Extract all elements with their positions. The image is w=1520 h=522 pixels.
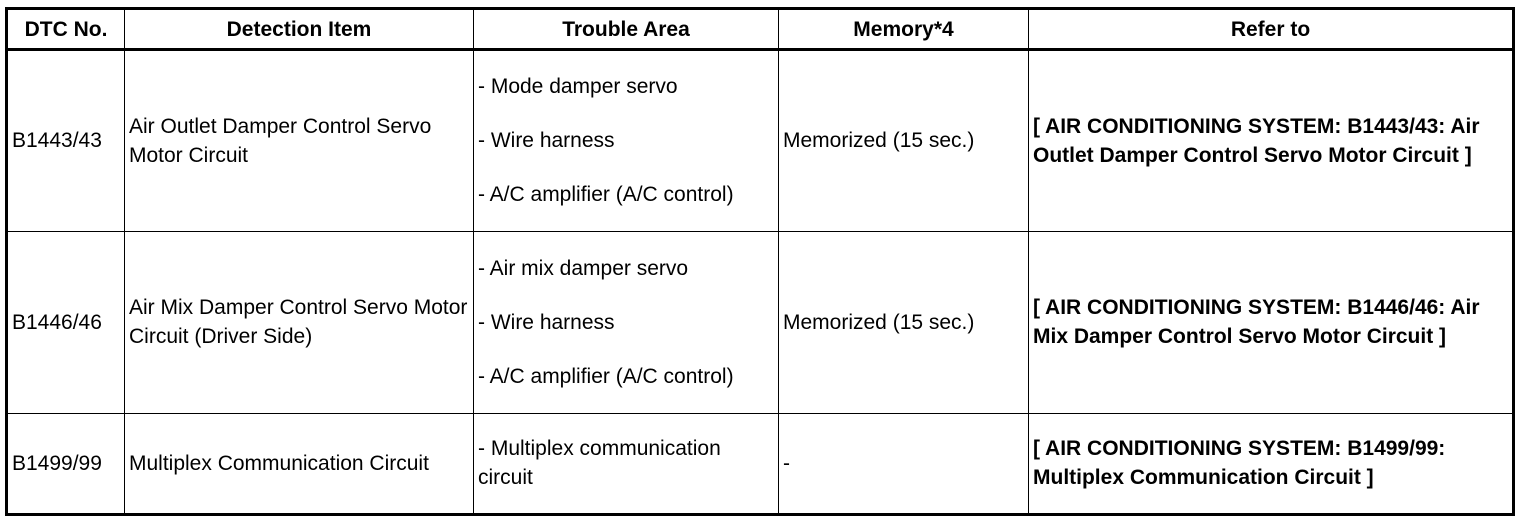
dtc-code: B1499/99 — [6, 412, 125, 516]
memory-status: Memorized (15 sec.) — [778, 49, 1029, 232]
header-row: DTC No. Detection Item Trouble Area Memo… — [6, 8, 1514, 51]
header-dtc-no: DTC No. — [6, 8, 125, 51]
trouble-area-item: - Wire harness — [478, 310, 615, 334]
table-body: B1443/43 Air Outlet Damper Control Servo… — [6, 49, 1514, 516]
dtc-table: DTC No. Detection Item Trouble Area Memo… — [5, 7, 1515, 516]
trouble-area-item: - Wire harness — [478, 129, 615, 153]
detection-item: Air Mix Damper Control Servo Motor Circu… — [124, 230, 474, 414]
dtc-code: B1446/46 — [6, 230, 125, 414]
detection-item: Multiplex Communication Circuit — [124, 412, 474, 516]
trouble-area: - Multiplex communication circuit — [473, 412, 779, 516]
trouble-area-item: - Mode damper servo — [478, 75, 678, 99]
header-detection-item: Detection Item — [124, 8, 474, 51]
trouble-area-item: - Air mix damper servo — [478, 256, 689, 280]
header-refer-to: Refer to — [1028, 8, 1514, 51]
refer-to-link[interactable]: [ AIR CONDITIONING SYSTEM: B1446/46: Air… — [1028, 230, 1514, 414]
table-row: B1443/43 Air Outlet Damper Control Servo… — [6, 49, 1514, 232]
dtc-code: B1443/43 — [6, 49, 125, 232]
memory-status: - — [778, 412, 1029, 516]
table-row: B1499/99 Multiplex Communication Circuit… — [6, 412, 1514, 516]
header-trouble-area: Trouble Area — [473, 8, 779, 51]
refer-to-link[interactable]: [ AIR CONDITIONING SYSTEM: B1499/99: Mul… — [1028, 412, 1514, 516]
memory-status: Memorized (15 sec.) — [778, 230, 1029, 414]
trouble-area: - Mode damper servo - Wire harness - A/C… — [473, 49, 779, 232]
trouble-area-item: - Multiplex communication circuit — [478, 437, 721, 490]
trouble-area-item: - A/C amplifier (A/C control) — [478, 364, 734, 388]
trouble-area-item: - A/C amplifier (A/C control) — [478, 183, 734, 207]
table-row: B1446/46 Air Mix Damper Control Servo Mo… — [6, 230, 1514, 414]
trouble-area: - Air mix damper servo - Wire harness - … — [473, 230, 779, 414]
header-memory: Memory*4 — [778, 8, 1029, 51]
detection-item: Air Outlet Damper Control Servo Motor Ci… — [124, 49, 474, 232]
table-header: DTC No. Detection Item Trouble Area Memo… — [6, 8, 1514, 51]
refer-to-link[interactable]: [ AIR CONDITIONING SYSTEM: B1443/43: Air… — [1028, 49, 1514, 232]
